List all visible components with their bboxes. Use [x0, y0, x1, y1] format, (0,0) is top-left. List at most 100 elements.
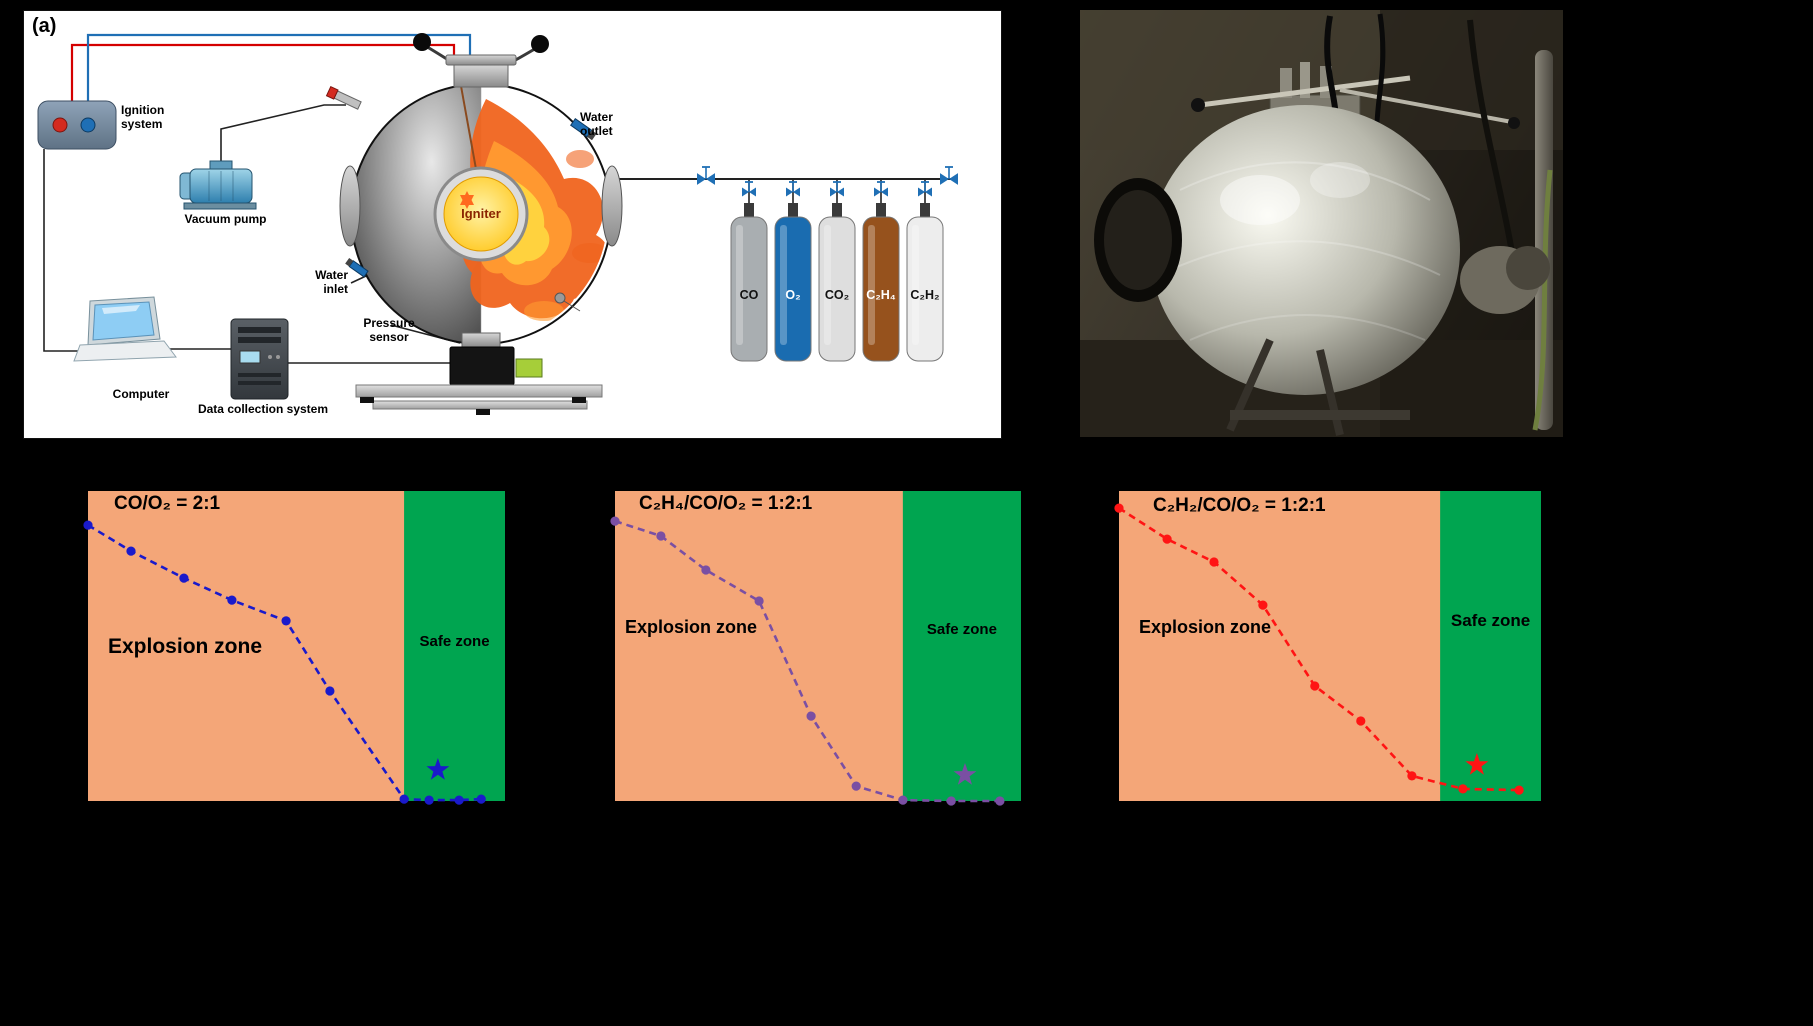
actuator-box	[449, 346, 515, 386]
star-marker	[1465, 753, 1489, 775]
cylinder-cap	[788, 203, 798, 217]
water-inlet-label: Water inlet	[315, 268, 348, 296]
gas-cylinder	[906, 216, 944, 362]
data-point-marker	[898, 795, 908, 805]
knob-icon	[531, 35, 549, 53]
valve-icon	[874, 181, 888, 197]
data-point-marker	[851, 781, 861, 791]
panel-label: (a)	[32, 15, 57, 37]
data-point-marker	[806, 711, 816, 721]
gas-cylinder	[862, 216, 900, 362]
valve-icon	[830, 181, 844, 197]
cylinder-cap	[744, 203, 754, 217]
valve-icon	[742, 181, 756, 197]
red-button-icon	[52, 117, 68, 133]
handle-rod	[1199, 75, 1411, 108]
cylinder-label: CO₂	[825, 288, 849, 302]
valve-icon	[940, 166, 958, 185]
knob-icon	[413, 33, 431, 51]
safe-zone-label: Safe zone	[419, 633, 490, 650]
steel-sphere	[1150, 105, 1460, 395]
sensor-port-icon	[554, 292, 566, 304]
chart-c2h4-co-o2: C₂H₄/CO/O₂ = 1:2:1 Explosion zone Safe z…	[610, 491, 1021, 806]
cylinder-cap	[832, 203, 842, 217]
valve-icon	[697, 166, 715, 185]
chart-title: C₂H₂/CO/O₂ = 1:2:1	[1153, 495, 1326, 516]
data-point-marker	[1258, 600, 1268, 610]
explosion-vessel	[339, 83, 623, 345]
data-point-marker	[701, 565, 711, 575]
apparatus-photo-art	[1080, 10, 1563, 437]
data-point-marker	[281, 616, 291, 626]
schematic-drawing: CO O₂ CO₂ C₂H₄ C₂H₂	[37, 33, 958, 415]
water-outlet-label: Water outlet	[580, 110, 613, 138]
data-point-marker	[424, 795, 434, 805]
igniter-label: Igniter	[461, 206, 501, 221]
right-flange	[601, 165, 623, 247]
computer-label: Computer	[112, 387, 170, 401]
safe-zone-label: Safe zone	[926, 621, 997, 638]
valve-icon	[786, 181, 800, 197]
chart-title: C₂H₄/CO/O₂ = 1:2:1	[639, 493, 813, 514]
gas-cylinder	[818, 216, 856, 362]
pressure-sensor-label: Pressure sensor	[363, 316, 415, 344]
safe-zone	[1440, 491, 1541, 801]
ignition-wire-blue	[86, 33, 472, 101]
data-point-marker	[995, 796, 1005, 806]
cylinder-label: C₂H₂	[910, 288, 939, 302]
data-point-marker	[325, 686, 335, 696]
data-point-marker	[126, 546, 136, 556]
left-flange	[339, 165, 361, 247]
data-collection-label: Data collection system	[197, 402, 329, 416]
data-point-marker	[454, 795, 464, 805]
data-point-marker	[1114, 503, 1124, 513]
cylinder-cap	[876, 203, 886, 217]
chart-c2h2-co-o2: C₂H₂/CO/O₂ = 1:2:1 Explosion zone Safe z…	[1114, 491, 1541, 801]
data-point-marker	[1310, 681, 1320, 691]
vessel-stand	[355, 332, 603, 415]
vacuum-pump-icon	[179, 160, 257, 210]
gas-cylinder-rack: CO O₂ CO₂ C₂H₄ C₂H₂	[697, 166, 958, 362]
blue-button-icon	[80, 117, 96, 133]
cylinder-label: CO	[740, 288, 759, 302]
vacuum-probe-icon	[325, 85, 362, 110]
safe-zone	[404, 491, 505, 801]
data-point-marker	[1458, 784, 1468, 794]
cylinder-label: O₂	[785, 288, 800, 302]
gas-cylinder	[774, 216, 812, 362]
ignition-system-label: Ignition system	[121, 103, 165, 131]
ignition-wire-red	[70, 43, 456, 101]
computer-icon	[73, 296, 177, 362]
data-point-marker	[399, 794, 409, 804]
chart-co-o2: CO/O₂ = 2:1 Explosion zone Safe zone	[83, 491, 505, 805]
cylinder-label: C₂H₄	[866, 288, 896, 302]
chart-plot-area	[83, 491, 505, 805]
data-point-marker	[1407, 771, 1417, 781]
gas-cylinder	[730, 216, 768, 362]
data-point-marker	[946, 796, 956, 806]
data-point-marker	[656, 531, 666, 541]
water-outlet-nozzle-icon	[570, 118, 597, 141]
chart-title: CO/O₂ = 2:1	[114, 493, 221, 514]
data-point-marker	[610, 516, 620, 526]
ignition-system-icon	[37, 100, 117, 150]
chart-plot-area	[1114, 491, 1541, 801]
explosion-zone-label: Explosion zone	[108, 635, 263, 658]
data-series-line	[87, 523, 482, 802]
green-cable	[1532, 169, 1553, 431]
chart-plot-area	[610, 491, 1021, 806]
data-point-marker	[227, 595, 237, 605]
explosion-zone-label: Explosion zone	[625, 617, 758, 637]
safe-zone-label: Safe zone	[1450, 611, 1531, 630]
data-point-marker	[179, 573, 189, 583]
apparatus-photo	[1080, 10, 1563, 437]
data-point-marker	[83, 520, 93, 530]
cylinder-cap	[920, 203, 930, 217]
top-port	[413, 33, 549, 88]
igniter-wire	[460, 85, 477, 170]
rod-knob	[1191, 98, 1205, 112]
data-point-marker	[1209, 557, 1219, 567]
green-module	[515, 358, 543, 378]
safe-zone	[902, 491, 1021, 801]
